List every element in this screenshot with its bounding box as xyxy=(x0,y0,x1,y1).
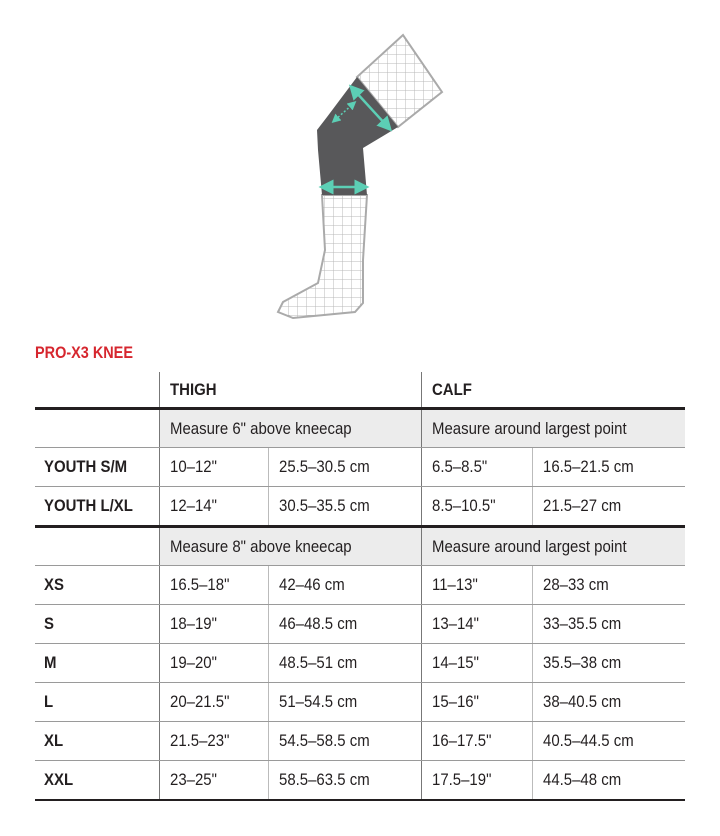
calf-header: CALF xyxy=(421,372,685,410)
table-row: XL 21.5–23" 54.5–58.5 cm 16–17.5" 40.5–4… xyxy=(35,721,685,761)
thigh-measure-note: Measure 6" above kneecap xyxy=(159,408,422,448)
calf-inches: 17.5–19" xyxy=(421,760,533,801)
thigh-arrow-icon xyxy=(348,84,393,132)
thigh-inches: 21.5–23" xyxy=(159,721,269,761)
thigh-cm: 48.5–51 cm xyxy=(268,643,422,683)
thigh-inches: 10–12" xyxy=(159,447,269,487)
table-row: M 19–20" 48.5–51 cm 14–15" 35.5–38 cm xyxy=(35,643,685,683)
table-row: S 18–19" 46–48.5 cm 13–14" 33–35.5 cm xyxy=(35,604,685,644)
thigh-inches: 20–21.5" xyxy=(159,682,269,722)
calf-cm: 35.5–38 cm xyxy=(532,643,685,683)
calf-cm: 40.5–44.5 cm xyxy=(532,721,685,761)
size-label: L xyxy=(35,682,160,722)
thigh-inches: 16.5–18" xyxy=(159,565,269,605)
thigh-cm: 58.5–63.5 cm xyxy=(268,760,422,801)
thigh-inches: 23–25" xyxy=(159,760,269,801)
thigh-cm: 46–48.5 cm xyxy=(268,604,422,644)
size-label: XXL xyxy=(35,760,160,801)
calf-inches: 11–13" xyxy=(421,565,533,605)
measure-row: Measure 6" above kneecap Measure around … xyxy=(35,408,685,448)
calf-inches: 8.5–10.5" xyxy=(421,486,533,528)
measure-row: Measure 8" above kneecap Measure around … xyxy=(35,526,685,566)
size-label: YOUTH S/M xyxy=(35,447,160,487)
thigh-cm: 51–54.5 cm xyxy=(268,682,422,722)
calf-cm: 44.5–48 cm xyxy=(532,760,685,801)
calf-measure-note: Measure around largest point xyxy=(421,526,685,566)
thigh-cm: 54.5–58.5 cm xyxy=(268,721,422,761)
table-row: XXL 23–25" 58.5–63.5 cm 17.5–19" 44.5–48… xyxy=(35,760,685,801)
calf-cm: 21.5–27 cm xyxy=(532,486,685,528)
thigh-inches: 18–19" xyxy=(159,604,269,644)
table-row: YOUTH S/M 10–12" 25.5–30.5 cm 6.5–8.5" 1… xyxy=(35,447,685,487)
calf-inches: 14–15" xyxy=(421,643,533,683)
header-row: THIGH CALF xyxy=(35,372,685,410)
thigh-cm: 42–46 cm xyxy=(268,565,422,605)
table-row: L 20–21.5" 51–54.5 cm 15–16" 38–40.5 cm xyxy=(35,682,685,722)
size-label: XS xyxy=(35,565,160,605)
table-row: XS 16.5–18" 42–46 cm 11–13" 28–33 cm xyxy=(35,565,685,605)
table-row: YOUTH L/XL 12–14" 30.5–35.5 cm 8.5–10.5"… xyxy=(35,486,685,528)
calf-inches: 15–16" xyxy=(421,682,533,722)
size-label: M xyxy=(35,643,160,683)
shin-foot-mesh xyxy=(276,194,369,320)
thigh-cm: 30.5–35.5 cm xyxy=(268,486,422,528)
calf-measure-note: Measure around largest point xyxy=(421,408,685,448)
thigh-header: THIGH xyxy=(159,372,422,410)
thigh-measure-note: Measure 8" above kneecap xyxy=(159,526,422,566)
calf-cm: 28–33 cm xyxy=(532,565,685,605)
thigh-inches: 12–14" xyxy=(159,486,269,528)
knee-measurement-illustration xyxy=(276,33,444,320)
calf-cm: 38–40.5 cm xyxy=(532,682,685,722)
knee-dotted-arrow-icon xyxy=(331,101,357,123)
calf-cm: 33–35.5 cm xyxy=(532,604,685,644)
calf-inches: 13–14" xyxy=(421,604,533,644)
size-chart-table: THIGH CALF Measure 6" above kneecap Meas… xyxy=(35,372,685,801)
product-title: PRO-X3 KNEE xyxy=(35,343,133,362)
calf-cm: 16.5–21.5 cm xyxy=(532,447,685,487)
thigh-inches: 19–20" xyxy=(159,643,269,683)
size-label: YOUTH L/XL xyxy=(35,486,160,528)
size-label: S xyxy=(35,604,160,644)
thigh-cm: 25.5–30.5 cm xyxy=(268,447,422,487)
size-label: XL xyxy=(35,721,160,761)
calf-inches: 16–17.5" xyxy=(421,721,533,761)
calf-inches: 6.5–8.5" xyxy=(421,447,533,487)
